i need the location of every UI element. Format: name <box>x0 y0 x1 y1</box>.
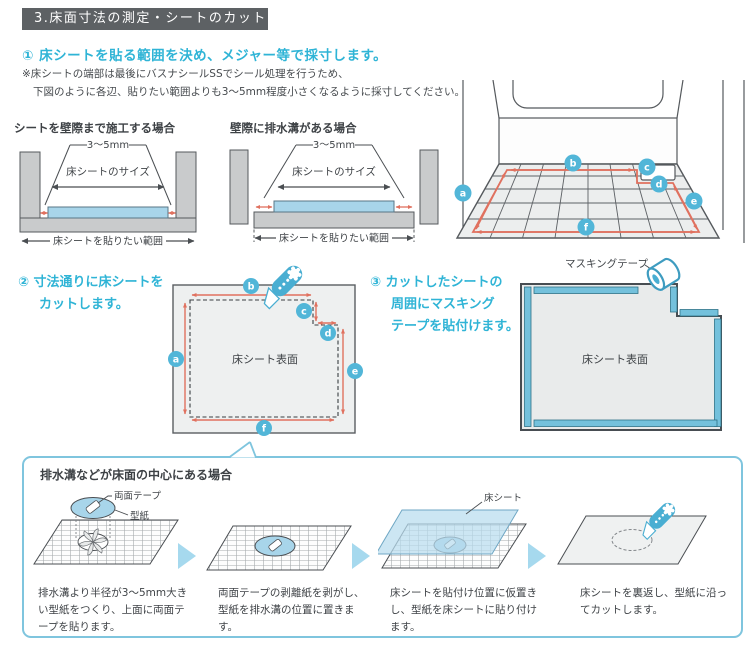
next-step-arrow-3 <box>528 543 546 569</box>
drain-fan <box>77 528 109 556</box>
badge-f: f <box>262 424 267 435</box>
sheet-cut-diagram: 床シート表面 a b c d e f <box>168 265 363 436</box>
range-label-bg <box>50 234 166 247</box>
badge-c: c <box>644 163 650 174</box>
sheet-size-label: 床シートのサイズ <box>66 165 150 178</box>
step3-heading-line3: テープを貼付けます。 <box>391 319 519 334</box>
floor <box>19 217 197 233</box>
drain-step4-diagram <box>557 502 707 565</box>
edge-badges: a b c d e f <box>168 278 363 436</box>
badge-d: d <box>656 180 663 191</box>
cut-line-ellipse <box>611 529 653 551</box>
badge-e: e <box>352 367 358 378</box>
sheet-size-label: 床シートのサイズ <box>292 165 376 178</box>
step2-heading: ② 寸法通りに床シートを カットします。 <box>18 272 164 316</box>
tape-label: 両面テープ <box>114 491 161 502</box>
sheet-label-leader <box>465 501 483 515</box>
next-step-arrow-1 <box>178 543 196 569</box>
bathtub-front <box>498 117 678 165</box>
masking-tape-diagram: 床シート表面 マスキングテープ <box>520 257 722 431</box>
range-label: 床シートを貼りたい範囲 <box>53 235 163 248</box>
wall-diagram-title: シートを壁際まで施工する場合 <box>14 121 175 135</box>
right-wall <box>419 149 439 225</box>
gap-callout-lines <box>263 144 405 199</box>
right-wall <box>175 151 197 219</box>
pattern-label: 型紙 <box>130 510 150 522</box>
step3-heading-line1: ③ カットしたシートの <box>370 275 503 290</box>
step2-heading-line2: カットします。 <box>39 297 129 312</box>
sheet <box>172 284 356 434</box>
drain-step1-diagram: 両面テープ 型紙 <box>33 491 179 565</box>
step3-heading-line2: 周囲にマスキング <box>391 297 495 312</box>
range-label: 床シートを貼りたい範囲 <box>279 232 389 245</box>
left-wall <box>19 151 41 219</box>
badge-a: a <box>460 189 466 200</box>
badge-e: e <box>691 197 697 208</box>
room-walls <box>462 80 745 243</box>
cutter-icon <box>263 265 303 310</box>
drain-step2-caption: 両面テープの剥離紙を剥がし、型紙を排水溝の位置に置きます。 <box>218 587 365 633</box>
badge-b: b <box>248 282 255 293</box>
floor-sheet <box>273 200 395 213</box>
measure-arrows <box>183 293 345 422</box>
gap-label: 3〜5mm <box>313 140 355 151</box>
drain-step4-caption: 床シートを裏返し、型紙に沿ってカットします。 <box>580 587 727 616</box>
floor-slab <box>253 211 415 229</box>
gap-callout-lines <box>44 144 172 206</box>
flipped-sheet <box>557 515 707 565</box>
step1-heading: ① 床シートを貼る範囲を決め、メジャー等で採寸します。 <box>22 48 388 64</box>
tape-label-leader <box>97 495 112 504</box>
cutter-icon <box>642 502 676 541</box>
double-sided-tape <box>268 539 282 552</box>
step3-heading: ③ カットしたシートの 周囲にマスキング テープを貼付けます。 <box>370 272 519 338</box>
note-line2: 下図のように各辺、貼りたい範囲よりも3〜5mm程度小さくなるように採寸してくださ… <box>33 85 465 98</box>
floor-sheet <box>47 206 169 219</box>
sheet-surface-label: 床シート表面 <box>582 352 648 366</box>
callout-notch <box>228 441 257 458</box>
floor-sheet-overlay <box>378 509 519 555</box>
tape-strips <box>524 286 722 427</box>
step2-heading-line1: ② 寸法通りに床シートを <box>18 275 164 290</box>
next-step-arrow-2 <box>352 543 370 569</box>
badge-d: d <box>325 329 332 340</box>
note-line1: ※床シートの端部は最後にバスナシールSSでシール処理を行うため、 <box>22 68 349 80</box>
pattern-label-leader <box>114 509 129 516</box>
cut-sheet <box>520 283 722 431</box>
badge-a: a <box>173 355 179 366</box>
left-wall <box>229 149 249 225</box>
drain-step3-diagram: 床シート <box>378 492 527 569</box>
tape-roll-icon <box>646 257 681 291</box>
drain-step1-caption: 排水溝より半径が3〜5mm大きい型紙をつくり、上面に両面テープを貼ります。 <box>38 587 188 633</box>
drain-step3-caption: 床シートを貼付け位置に仮置きし、型紙を床シートに貼り付けます。 <box>390 587 537 633</box>
bathroom-perspective-diagram: a b c d e f <box>454 80 745 243</box>
wall-cross-section-diagram: 3〜5mm 床シートのサイズ 床シートを貼りたい範囲 <box>19 140 197 248</box>
edge-badges: a b c d e f <box>454 154 703 236</box>
badge-b: b <box>570 159 577 170</box>
drain-center-heading: 排水溝などが床面の中心にある場合 <box>40 468 233 482</box>
bathtub-body <box>492 80 684 119</box>
step1-note: ※床シートの端部は最後にバスナシールSSでシール処理を行うため、 下図のように各… <box>22 66 465 101</box>
badge-f: f <box>584 223 589 234</box>
drain-diagram-title: 壁際に排水溝がある場合 <box>230 121 357 135</box>
range-label-bg <box>276 231 392 244</box>
sheet-surface-label: 床シート表面 <box>232 352 298 366</box>
gap-label: 3〜5mm <box>87 140 129 151</box>
cut-guide-dashed <box>189 299 339 418</box>
badge-c: c <box>301 307 307 318</box>
cut-outline <box>471 169 701 233</box>
drain-step2-diagram <box>206 525 352 571</box>
sheet-label: 床シート <box>484 492 522 504</box>
drain-cross-section-diagram: 3〜5mm 床シートのサイズ 床シートを貼りたい範囲 <box>229 140 439 245</box>
section-title-bar: 3.床面寸法の測定・シートのカット <box>22 8 268 30</box>
masking-tape-label: マスキングテープ <box>565 257 649 270</box>
